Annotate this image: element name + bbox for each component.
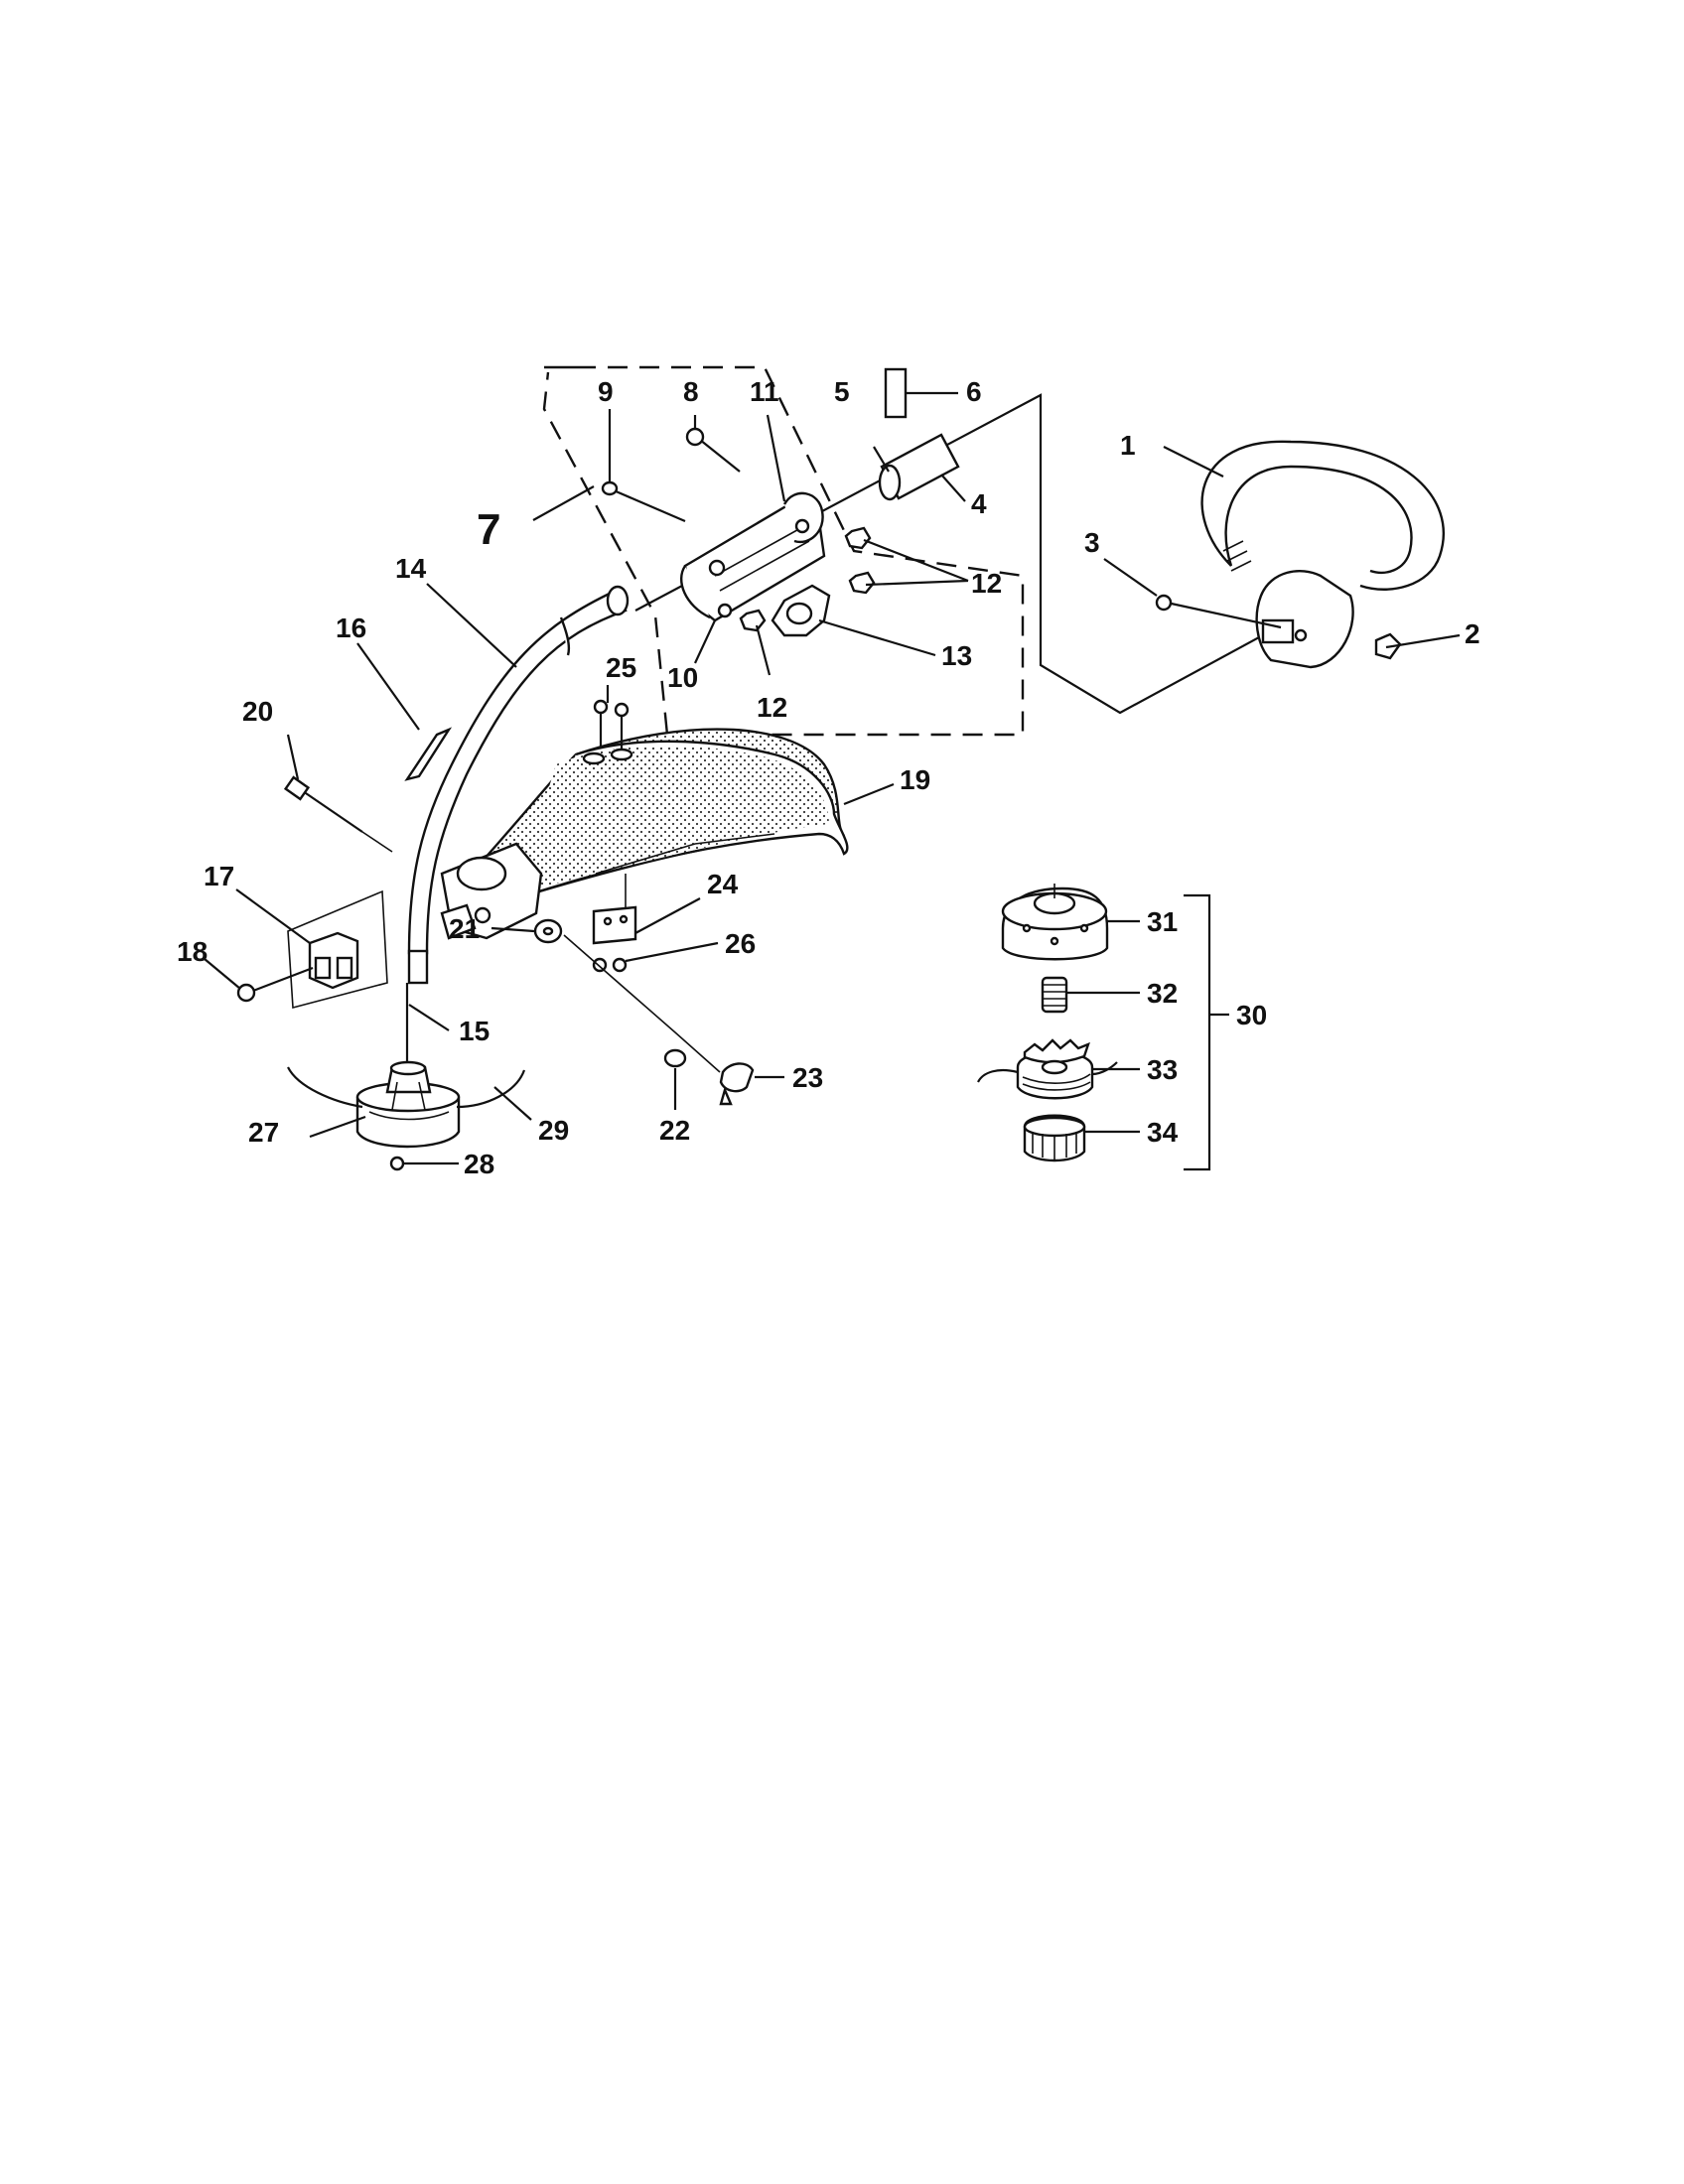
label-31: 31	[1147, 906, 1178, 937]
label-23: 23	[792, 1062, 823, 1093]
label-15: 15	[459, 1016, 490, 1046]
label-12a: 12	[971, 568, 1002, 599]
spool-cover	[1001, 884, 1109, 961]
shield-bolt	[283, 775, 393, 853]
coupler-housing	[680, 491, 826, 622]
label-28: 28	[464, 1149, 494, 1179]
label-3: 3	[1084, 527, 1100, 558]
shaft-label-decal	[884, 367, 908, 419]
guard-block	[592, 905, 637, 945]
label-27: 27	[248, 1117, 279, 1148]
label-6: 6	[966, 376, 982, 407]
label-30: 30	[1236, 1000, 1267, 1030]
shaft-tube	[878, 433, 960, 501]
label-4: 4	[971, 488, 987, 519]
label-25: 25	[606, 652, 636, 683]
label-14: 14	[395, 553, 427, 584]
washer-to-wingnut-line	[563, 934, 721, 1073]
label-20: 20	[242, 696, 273, 727]
label-18: 18	[177, 936, 208, 967]
shaft-decal	[404, 727, 453, 781]
label-9: 9	[598, 376, 614, 407]
label-16: 16	[336, 613, 366, 643]
spool-knob	[1023, 1114, 1086, 1162]
wingnut-washer	[663, 1048, 687, 1068]
label-10: 10	[667, 662, 698, 693]
label-34: 34	[1147, 1117, 1179, 1148]
handle-clamp	[1255, 569, 1354, 669]
trimmer-line	[287, 1066, 526, 1109]
leader-lines	[204, 391, 1461, 1165]
label-21: 21	[449, 913, 480, 944]
coupler-nut-upper	[844, 526, 872, 550]
loop-handle	[1200, 440, 1446, 591]
trimmer-head-screw	[389, 1156, 405, 1171]
label-19: 19	[900, 764, 930, 795]
label-1: 1	[1120, 430, 1136, 461]
kit-boundary-dashed	[542, 365, 1025, 737]
label-7: 7	[477, 505, 500, 554]
label-13: 13	[941, 640, 972, 671]
label-26: 26	[725, 928, 756, 959]
coupler-nut-lower	[848, 571, 876, 595]
label-5: 5	[834, 376, 850, 407]
curved-shaft	[407, 585, 630, 985]
label-2: 2	[1465, 618, 1480, 649]
guard-block-nuts	[592, 957, 628, 973]
coupler-screw	[685, 427, 741, 473]
label-12b: 12	[757, 692, 787, 723]
label-32: 32	[1147, 978, 1178, 1009]
shaft-bracket	[287, 889, 388, 1010]
label-17: 17	[204, 861, 234, 891]
guard-screws	[593, 699, 630, 750]
label-22: 22	[659, 1115, 690, 1146]
coupler-knob	[771, 584, 831, 637]
coupler-long-bolt	[601, 480, 686, 523]
spool-assembly-bracket	[1184, 893, 1211, 1171]
label-33: 33	[1147, 1054, 1178, 1085]
trimmer-head	[355, 1060, 461, 1149]
label-8: 8	[683, 376, 699, 407]
handle-bolt	[1155, 594, 1282, 629]
shaft-to-handle-line	[634, 393, 1282, 715]
label-11: 11	[750, 376, 779, 407]
label-24: 24	[707, 869, 739, 899]
grass-guard	[440, 728, 849, 940]
bracket-screw	[236, 966, 314, 1003]
label-29: 29	[538, 1115, 569, 1146]
coupler-nut-bottom	[739, 609, 767, 632]
line-spool	[977, 1038, 1118, 1100]
guard-washer	[533, 918, 563, 944]
guard-wing-nut	[719, 1062, 755, 1106]
spool-spring	[1041, 976, 1068, 1014]
callout-labels: 1 2 3 4 5 6 7 8 9 10 11 12 12 13 14 15 1…	[177, 376, 1480, 1179]
